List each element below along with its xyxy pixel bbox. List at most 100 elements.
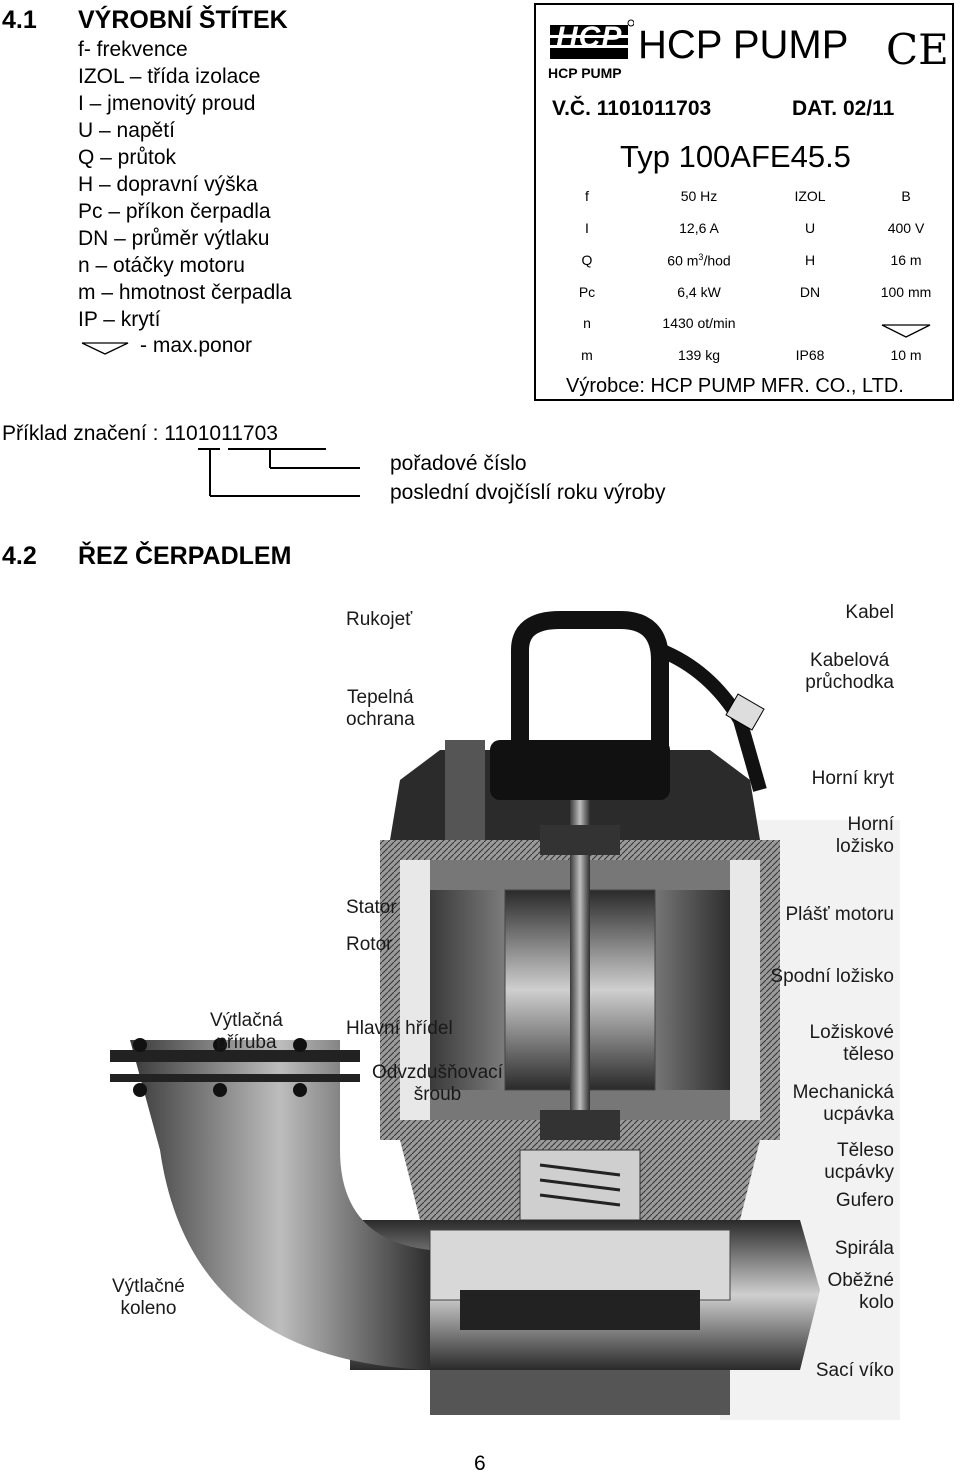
param-name: Q: [581, 252, 593, 268]
part-label-rukojet: Rukojeť: [346, 609, 413, 630]
label-line: Mechanická: [792, 1082, 894, 1103]
nameplate: HCP HCP PUMP HCP PUMP CE V.Č. 1101011703…: [534, 3, 954, 401]
param-value: 1430 ot/min: [662, 315, 736, 331]
water-level-icon: [81, 342, 129, 355]
param-name: f: [585, 188, 589, 204]
label-line: Kabelová: [810, 650, 890, 671]
ce-mark-icon: CE: [886, 25, 949, 74]
param-value: 400 V: [887, 220, 925, 236]
param-value: 10 m: [890, 347, 922, 363]
part-label-spirala: Spirála: [834, 1238, 894, 1259]
param-value: B: [901, 188, 911, 204]
param-value: 50 Hz: [680, 188, 718, 204]
legend-item: Q – průtok: [78, 146, 177, 169]
part-label-kabel: Kabel: [845, 602, 894, 623]
legend-item: n – otáčky motoru: [78, 254, 245, 277]
logo-subtext: HCP PUMP: [548, 65, 622, 81]
part-label-spodni-lozisko: Spodní ložisko: [770, 966, 894, 987]
max-ponor-label: - max.ponor: [140, 334, 253, 357]
flow-value: 60 m: [667, 252, 699, 269]
section-title-rez-cerpadlem: ŘEZ ČERPADLEM: [78, 542, 292, 570]
part-label-saci-viko: Sací víko: [815, 1360, 894, 1381]
param-name: m: [581, 347, 593, 363]
label-line: příruba: [216, 1032, 277, 1053]
legend-item: I – jmenovitý proud: [78, 92, 256, 115]
flow-unit-tail: /hod: [703, 252, 731, 269]
pump-type: Typ 100AFE45.5: [620, 139, 851, 174]
label-line: Výtlačné: [112, 1276, 185, 1297]
label-line: šroub: [413, 1084, 462, 1105]
serial-number: V.Č. 1101011703: [552, 97, 712, 120]
section-number-4-2: 4.2: [2, 542, 37, 570]
legend-item: H – dopravní výška: [78, 173, 258, 196]
label-line: Oběžné: [827, 1270, 894, 1291]
legend-list: f- frekvence IZOL – třída izolace I – jm…: [78, 36, 292, 333]
label-line: kolo: [859, 1292, 894, 1313]
param-name: H: [804, 252, 816, 268]
poradove-cislo-label: pořadové číslo: [390, 452, 527, 475]
pump-cross-section-image: [110, 611, 900, 1420]
legend-item: m – hmotnost čerpadla: [78, 281, 292, 304]
legend-item: f- frekvence: [78, 38, 188, 61]
legend-item: DN – průměr výtlaku: [78, 227, 270, 250]
section-title-vyrobni-stitek: VÝROBNÍ ŠTÍTEK: [78, 6, 288, 34]
part-label-rotor: Rotor: [346, 934, 393, 955]
param-value: 6,4 kW: [677, 284, 721, 300]
part-label-stator: Stator: [346, 897, 397, 918]
param-name: Pc: [578, 284, 596, 300]
brand-name: HCP PUMP: [638, 23, 849, 67]
param-name: IZOL: [794, 188, 826, 204]
param-value-flow: 60 m3/hod: [667, 252, 730, 269]
legend-item: IZOL – třída izolace: [78, 65, 261, 88]
param-name: DN: [799, 284, 821, 300]
part-label-hlavni-hridel: Hlavní hřídel: [346, 1018, 453, 1039]
label-line: ucpávky: [824, 1162, 894, 1183]
page-number: 6: [474, 1452, 486, 1475]
param-value: 16 m: [890, 252, 922, 268]
example-label: Příklad značení : 1101011703: [2, 422, 278, 445]
manufacture-date: DAT. 02/11: [792, 97, 895, 120]
flow-unit-exponent: 3: [698, 252, 704, 262]
part-label-plast-motoru: Plášť motoru: [785, 904, 895, 925]
label-line: Výtlačná: [210, 1010, 283, 1031]
param-value: 12,6 A: [679, 220, 719, 236]
label-line: Horní: [847, 814, 894, 835]
label-line: ložisko: [835, 836, 894, 857]
param-name: IP68: [795, 347, 825, 363]
param-name: n: [583, 315, 591, 331]
legend-item: U – napětí: [78, 119, 175, 142]
label-line: Těleso: [836, 1140, 894, 1161]
param-name: U: [804, 220, 816, 236]
label-line: Ložiskové: [809, 1022, 895, 1043]
logo-text: HCP: [556, 21, 623, 54]
hcp-logo-icon: [550, 19, 634, 59]
rok-vyroby-label: poslední dvojčíslí roku výroby: [390, 481, 666, 504]
section-number-4-1: 4.1: [2, 6, 37, 34]
part-label-horni-kryt: Horní kryt: [811, 768, 894, 789]
part-label-gufero: Gufero: [835, 1190, 894, 1211]
label-line: ochrana: [346, 709, 415, 730]
label-line: koleno: [120, 1298, 177, 1319]
param-value: 139 kg: [677, 347, 721, 363]
param-value: 100 mm: [880, 284, 932, 300]
legend-item: IP – krytí: [78, 308, 161, 331]
label-line: ucpávka: [823, 1104, 894, 1125]
label-line: Tepelná: [347, 687, 414, 708]
param-name: I: [585, 220, 589, 236]
label-line: těleso: [843, 1044, 894, 1065]
label-line: Odvzdušňovací: [372, 1062, 503, 1083]
label-line: průchodka: [805, 672, 894, 693]
water-level-icon: [881, 324, 931, 338]
example-bracket-lines: [198, 448, 360, 497]
manufacturer: Výrobce: HCP PUMP MFR. CO., LTD.: [566, 375, 904, 397]
